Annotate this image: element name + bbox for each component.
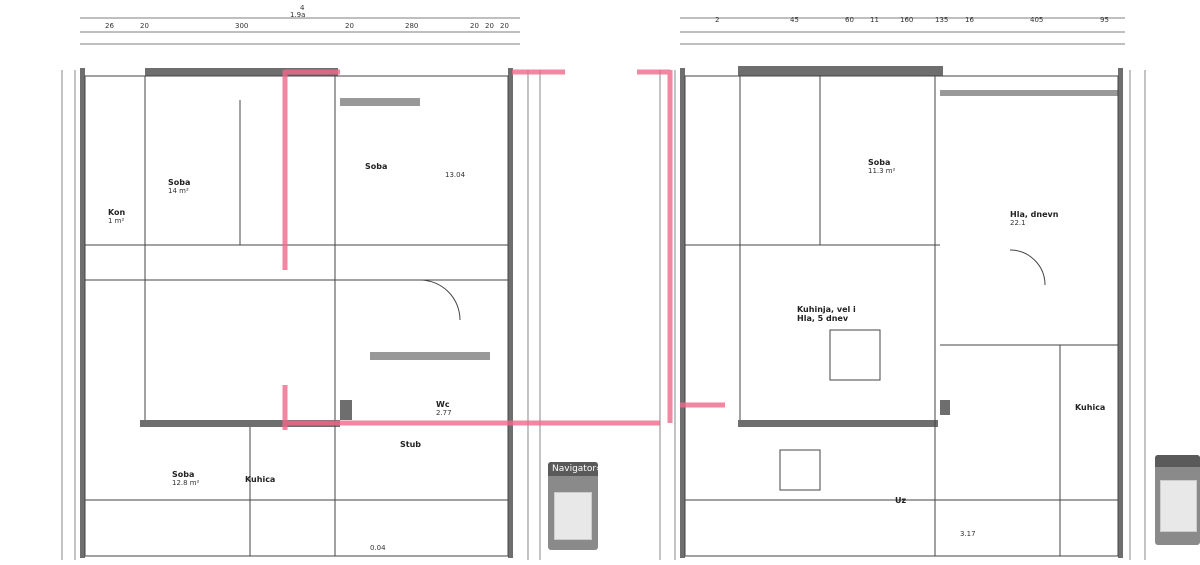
room-left-3: Kon 1 m² [108, 208, 125, 225]
room-right-4-name: Kuhica [1075, 403, 1106, 412]
room-area: 0.04 [370, 544, 386, 552]
room-name: Wc [436, 400, 450, 409]
dim-label: 20 [345, 22, 354, 30]
room-name: Soba [365, 162, 388, 171]
dim-label: 280 [405, 22, 419, 30]
dim-label: 60 [845, 16, 854, 24]
room-left-5: Soba 12.8 m² [172, 470, 199, 487]
navigator-thumbnail[interactable] [554, 492, 592, 540]
room-name: Stub [400, 440, 422, 449]
room-name: Hla, dnevn [1010, 210, 1059, 219]
dim-label: 26 [105, 22, 114, 30]
room-left-7: Stub 0.04 [370, 440, 422, 552]
room-area: 14 m² [168, 187, 189, 195]
room-area: 3.17 [960, 530, 976, 538]
navigator-panel-left[interactable]: Navigator › [548, 462, 598, 550]
room-right-2: Kuhinja, vel i Hla, 5 dnev [797, 305, 856, 323]
navigator-header[interactable] [1155, 455, 1200, 467]
dim-label: 20 [470, 22, 479, 30]
dim-label: 160 [900, 16, 914, 24]
room-name: Kon [108, 208, 126, 217]
interior-walls [84, 75, 1119, 557]
room-left-1: Soba 14 m² [168, 178, 190, 195]
room-area: 12.8 m² [172, 479, 200, 487]
dim-label: 16 [965, 16, 974, 24]
room-right-1: Soba 11.3 m² [868, 158, 895, 175]
navigator-panel-right[interactable] [1155, 455, 1200, 545]
dimension-lines [61, 17, 1146, 560]
room-name: Soba [868, 158, 891, 167]
room-name: Kuhinja, vel i [797, 305, 856, 314]
dim-label: 405 [1030, 16, 1044, 24]
room-area: 2.77 [436, 409, 452, 417]
room-right-5: Uz 3.17 [895, 496, 976, 538]
room-area: 13.04 [445, 171, 466, 179]
room-name: Soba [168, 178, 191, 187]
walls-right [680, 66, 1123, 558]
dim-label: 300 [235, 22, 249, 30]
navigator-header[interactable]: Navigator › [548, 462, 598, 476]
chevron-right-icon[interactable]: › [596, 464, 598, 474]
dim-label: 20 [140, 22, 149, 30]
room-left-4: Wc 2.77 [436, 400, 452, 417]
dim-label: 20 [500, 22, 509, 30]
room-left-2: Soba 13.04 [365, 162, 465, 179]
room-area: 22.1 [1010, 219, 1026, 227]
dim-label: 20 [485, 22, 494, 30]
highlight-lines [282, 69, 725, 430]
room-left-6-name: Kuhica [245, 475, 276, 484]
dim-label: 135 [935, 16, 949, 24]
navigator-title: Navigator [552, 464, 597, 474]
room-area: 1 m² [108, 217, 125, 225]
dim-label: 95 [1100, 16, 1109, 24]
room-name: Uz [895, 496, 907, 505]
room-area: 11.3 m² [868, 167, 896, 175]
dim-label: 4 [300, 4, 305, 12]
dim-label: 45 [790, 16, 799, 24]
room-subtitle: Hla, 5 dnev [797, 314, 849, 323]
room-name: Soba [172, 470, 195, 479]
dim-label: 1.9a [290, 11, 306, 19]
dim-label: 11 [870, 16, 879, 24]
room-right-3: Hla, dnevn 22.1 [1010, 210, 1058, 227]
dim-label: 2 [715, 16, 720, 24]
navigator-thumbnail[interactable] [1160, 480, 1197, 532]
